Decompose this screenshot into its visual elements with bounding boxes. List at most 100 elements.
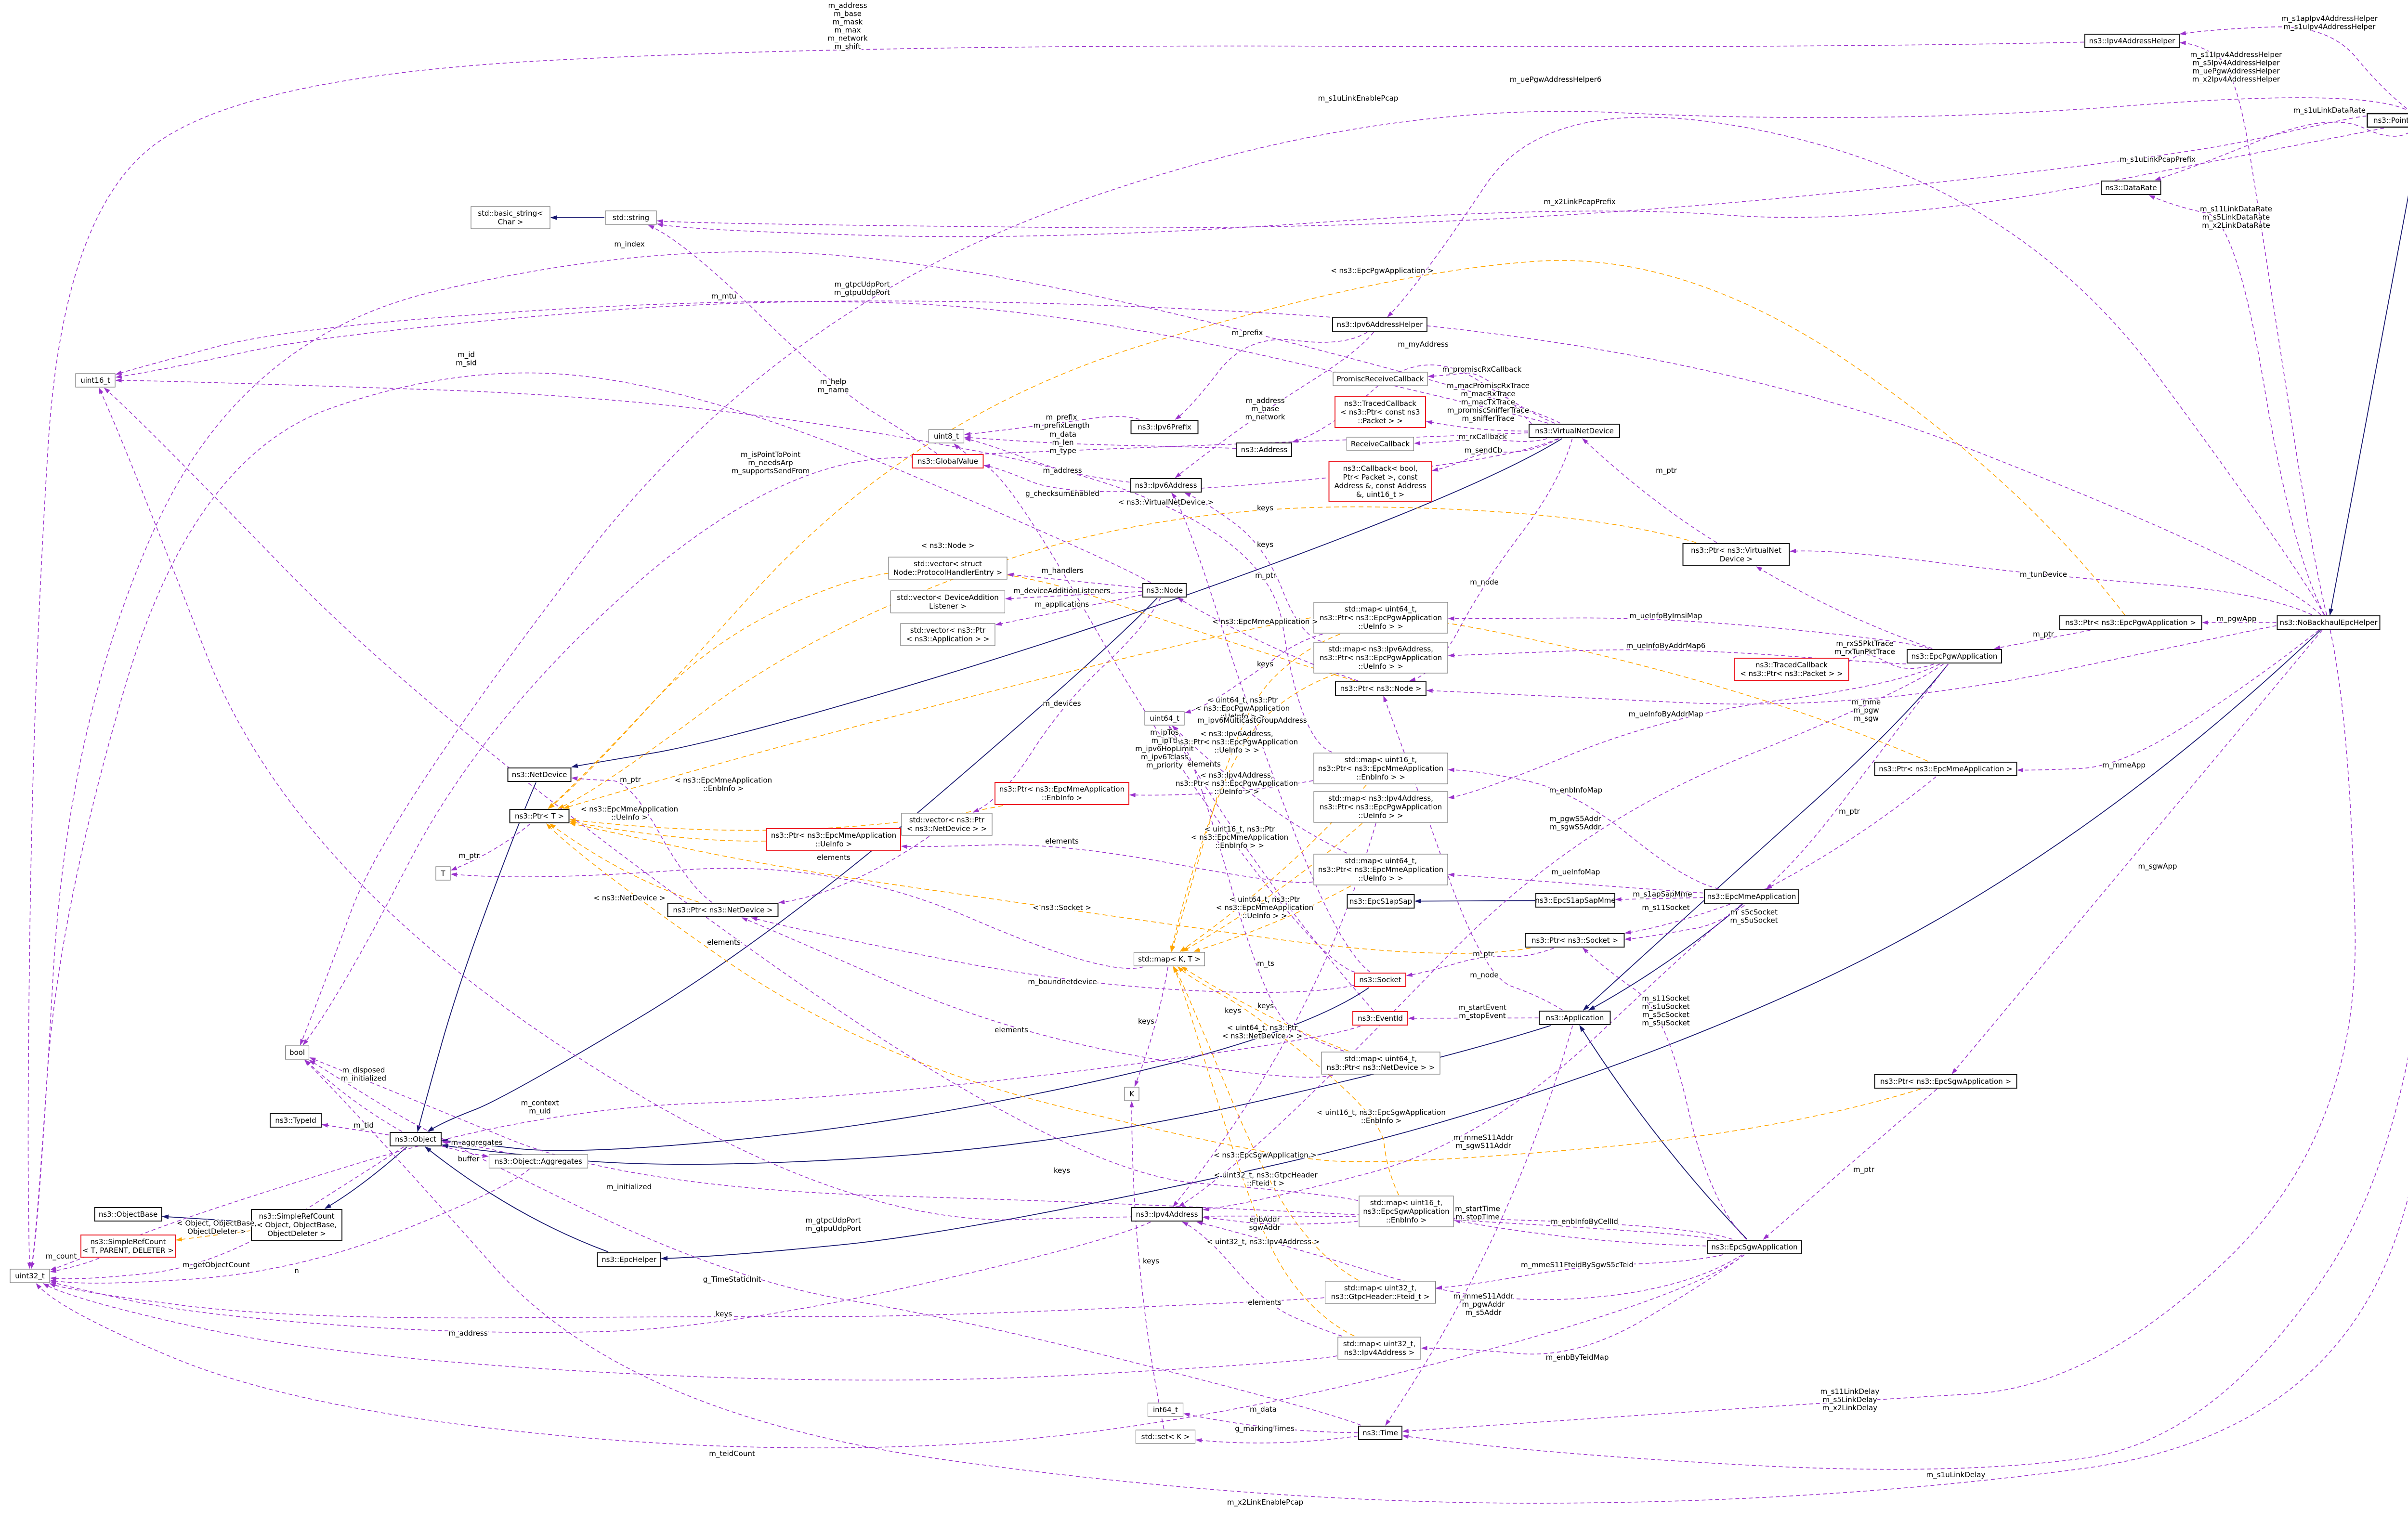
node-psock[interactable]: ns3::Ptr< ns3::Socket > (1525, 933, 1625, 948)
edge-label-obj-u32: m_getObjectCount (183, 1261, 250, 1270)
node-label-u16: uint16_t (80, 376, 110, 385)
node-evid[interactable]: ns3::EventId (1352, 1011, 1408, 1026)
edge-node-obj (427, 598, 1158, 1132)
node-mEnbS[interactable]: std::map< uint16_t,ns3::EpcSgwApplicatio… (1359, 1196, 1454, 1227)
edge-sgw-u16 (98, 387, 1733, 1240)
node-v6pfx[interactable]: ns3::Ipv6Prefix (1130, 420, 1199, 434)
node-vapp[interactable]: std::vector< ns3::Ptr< ns3::Application … (900, 623, 995, 646)
node-mUe4[interactable]: std::map< ns3::Ipv4Address,ns3::Ptr< ns3… (1313, 791, 1448, 823)
edge-label-srcT-u32: m_count (46, 1252, 77, 1261)
node-label-tcp: ns3::TracedCallback< ns3::Ptr< ns3::Pack… (1740, 661, 1843, 678)
edge-label-pnode-pT: < ns3::Node > (921, 541, 975, 550)
node-sock[interactable]: ns3::Socket (1354, 973, 1406, 987)
node-label-bstr: std::basic_string<Char > (478, 209, 543, 226)
node-mUe6[interactable]: std::map< ns3::Ipv6Address,ns3::Ptr< ns3… (1313, 642, 1448, 674)
node-u32[interactable]: uint32_t (10, 1269, 50, 1283)
node-T[interactable]: T (435, 866, 451, 881)
edge-time-bool (309, 1060, 1361, 1426)
node-prcb[interactable]: PromiscReceiveCallback (1333, 372, 1428, 386)
node-str[interactable]: std::string (605, 210, 657, 225)
node-app[interactable]: ns3::Application (1539, 1011, 1611, 1025)
node-u64[interactable]: uint64_t (1144, 711, 1185, 726)
node-aggr[interactable]: ns3::Object::Aggregates (488, 1154, 589, 1169)
node-u16[interactable]: uint16_t (75, 373, 116, 388)
node-eh[interactable]: ns3::EpcHelper (597, 1252, 661, 1267)
node-setK[interactable]: std::set< K > (1135, 1430, 1196, 1444)
node-tcp[interactable]: ns3::TracedCallback< ns3::Ptr< ns3::Pack… (1734, 658, 1849, 681)
node-psgw[interactable]: ns3::Ptr< ns3::EpcSgwApplication > (1874, 1074, 2017, 1089)
node-mFteid[interactable]: std::map< uint32_t,ns3::GtpcHeader::Ftei… (1324, 1281, 1436, 1304)
edge-nbh-pvnd (1790, 548, 2313, 615)
edge-ppgw-pT (548, 260, 2125, 809)
node-bstr[interactable]: std::basic_string<Char > (471, 206, 550, 229)
edge-vnd-u32 (30, 251, 1561, 1269)
node-i64[interactable]: int64_t (1147, 1403, 1184, 1417)
node-rcb[interactable]: ReceiveCallback (1346, 437, 1414, 451)
node-mUeM[interactable]: std::map< uint64_t,ns3::Ptr< ns3::EpcMme… (1313, 854, 1448, 885)
node-mIp4[interactable]: std::map< uint32_t,ns3::Ipv4Address > (1337, 1337, 1421, 1360)
edge-pgw-mUe6 (1448, 649, 1907, 664)
node-pT[interactable]: ns3::Ptr< T > (509, 809, 570, 823)
node-bool[interactable]: bool (285, 1045, 310, 1060)
node-cbb[interactable]: ns3::Callback< bool,Ptr< Packet >, const… (1328, 461, 1432, 502)
node-ppgw[interactable]: ns3::Ptr< ns3::EpcPgwApplication > (2059, 615, 2202, 630)
node-label-s1sap: ns3::EpcS1apSap (1349, 897, 1412, 906)
node-s1sapm[interactable]: ns3::EpcS1apSapMme (1535, 893, 1616, 908)
edge-mFteid-u32 (49, 1283, 1324, 1319)
node-s1sap[interactable]: ns3::EpcS1apSap (1347, 894, 1415, 909)
edge-vnd-gval (983, 438, 1558, 492)
node-v4addr[interactable]: ns3::Ipv4Address (1131, 1207, 1203, 1222)
node-srcO[interactable]: ns3::SimpleRefCount< Object, ObjectBase,… (251, 1209, 342, 1241)
edge-label-srcO-srcT: < Object, ObjectBase,ObjectDeleter > (177, 1219, 257, 1236)
node-gval[interactable]: ns3::GlobalValue (912, 454, 984, 468)
node-vnd2[interactable]: std::vector< ns3::Ptr< ns3::NetDevice > … (901, 813, 993, 836)
node-penb[interactable]: ns3::Ptr< ns3::EpcMmeApplication::EnbInf… (995, 782, 1129, 805)
node-box-ppgw (2059, 615, 2202, 630)
node-pueM[interactable]: ns3::Ptr< ns3::EpcMmeApplication::UeInfo… (766, 828, 901, 851)
edge-label-vnd-cbb: m_sendCb (1465, 446, 1502, 455)
node-box-v6addr (1130, 478, 1202, 493)
node-tccp[interactable]: ns3::TracedCallback< ns3::Ptr< const ns3… (1335, 396, 1426, 428)
node-addr[interactable]: ns3::Address (1236, 442, 1292, 457)
node-mND[interactable]: std::map< uint64_t,ns3::Ptr< ns3::NetDev… (1321, 1052, 1440, 1075)
node-v6addr[interactable]: ns3::Ipv6Address (1130, 478, 1202, 493)
node-ndev[interactable]: ns3::NetDevice (507, 767, 572, 782)
edge-label-mIp4-v4addr: elements (1248, 1298, 1282, 1307)
node-mEnbM[interactable]: std::map< uint16_t,ns3::Ptr< ns3::EpcMme… (1313, 753, 1448, 784)
node-srcT[interactable]: ns3::SimpleRefCount< T, PARENT, DELETER … (80, 1235, 176, 1258)
edge-label-psock-pT: < ns3::Socket > (1033, 903, 1091, 912)
edge-mImsi-u64 (1184, 634, 1323, 714)
node-sgw[interactable]: ns3::EpcSgwApplication (1707, 1240, 1802, 1254)
node-box-i64 (1147, 1403, 1184, 1417)
node-box-p2p (2367, 113, 2408, 128)
node-u8[interactable]: uint8_t (928, 429, 965, 443)
node-time[interactable]: ns3::Time (1358, 1426, 1402, 1440)
node-K[interactable]: K (1124, 1087, 1139, 1101)
node-mme[interactable]: ns3::EpcMmeApplication (1704, 889, 1799, 904)
node-mKT[interactable]: std::map< K, T > (1133, 952, 1205, 966)
node-pnd[interactable]: ns3::Ptr< ns3::NetDevice > (667, 903, 779, 917)
node-vnd[interactable]: ns3::VirtualNetDevice (1529, 424, 1620, 438)
node-nbh[interactable]: ns3::NoBackhaulEpcHelper (2277, 615, 2381, 630)
node-pgw[interactable]: ns3::EpcPgwApplication (1907, 649, 2002, 663)
edge-app-time (1385, 1025, 1573, 1426)
node-v6ah[interactable]: ns3::Ipv6AddressHelper (1332, 317, 1427, 332)
node-pnode[interactable]: ns3::Ptr< ns3::Node > (1335, 681, 1426, 696)
node-obase[interactable]: ns3::ObjectBase (94, 1207, 162, 1222)
node-drate[interactable]: ns3::DataRate (2101, 181, 2161, 195)
node-pmme[interactable]: ns3::Ptr< ns3::EpcMmeApplication > (1874, 762, 2017, 776)
edge-v4addr-u32 (50, 1222, 1151, 1333)
node-obj[interactable]: ns3::Object (390, 1132, 442, 1146)
node-ipv4h[interactable]: ns3::Ipv4AddressHelper (2084, 34, 2180, 48)
node-tid[interactable]: ns3::TypeId (270, 1113, 322, 1128)
node-node[interactable]: ns3::Node (1142, 583, 1187, 598)
node-mImsi[interactable]: std::map< uint64_t,ns3::Ptr< ns3::EpcPgw… (1313, 602, 1448, 634)
node-p2p[interactable]: ns3::PointToPointEpcHelper (2367, 113, 2408, 128)
